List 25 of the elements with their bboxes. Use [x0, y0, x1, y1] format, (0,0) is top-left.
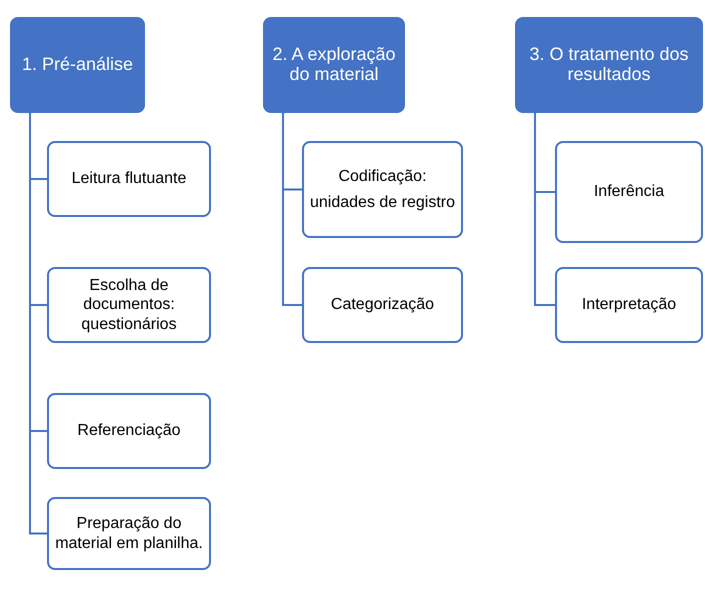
node-text: Escolha de documentos: questionários — [80, 276, 178, 334]
node-text: 1. Pré-análise — [22, 55, 134, 75]
node-text: Codificação: — [338, 167, 427, 186]
node-text: Preparação do material em planilha. — [54, 514, 204, 553]
step-box — [555, 267, 703, 343]
step-box — [302, 267, 463, 343]
phase-header-box — [515, 17, 703, 113]
step-box — [47, 141, 211, 217]
node-text: 3. O tratamento dos resultados — [528, 45, 690, 85]
node-text: Inferência — [594, 182, 664, 202]
connector-line — [534, 113, 555, 306]
step-box — [47, 267, 211, 343]
node-text: Categorização — [330, 295, 434, 315]
step-box — [302, 141, 463, 238]
step-box — [47, 393, 211, 469]
phase-header-box — [10, 17, 145, 113]
step-box — [47, 497, 211, 570]
node-text: unidades de registro — [310, 192, 455, 212]
node-text: Leitura flutuante — [72, 169, 186, 189]
phase-header-box — [263, 17, 405, 113]
node-text: Interpretação — [582, 295, 676, 315]
connector-line — [282, 113, 302, 306]
node-text: 2. A exploração do material — [271, 45, 397, 85]
node-text: Referenciação — [77, 421, 181, 441]
step-box — [555, 141, 703, 243]
